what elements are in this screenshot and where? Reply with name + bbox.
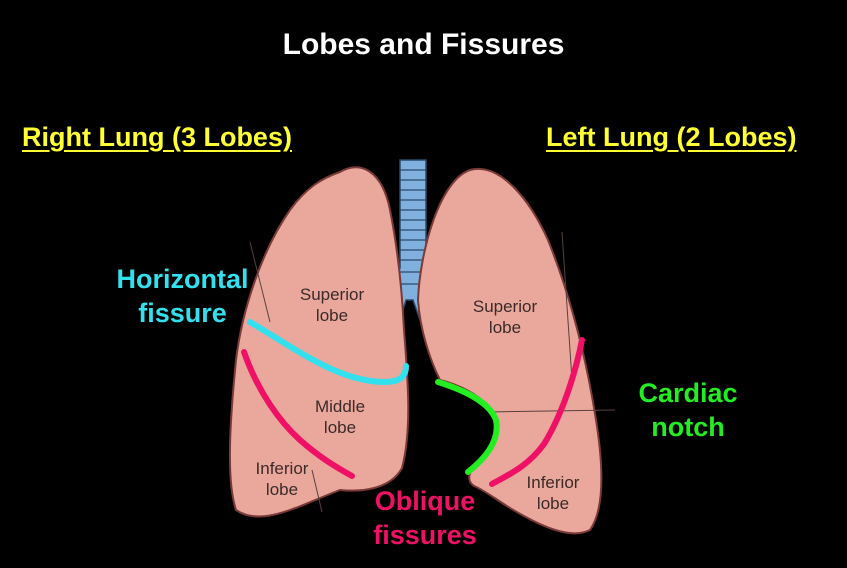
label-line: Oblique — [374, 486, 476, 516]
lobe-label-line: Superior — [472, 297, 538, 316]
lobe-label-line: lobe — [488, 318, 522, 337]
right-inferior-lobe-label: Inferior lobe — [232, 458, 332, 500]
horizontal-fissure-line — [247, 319, 409, 386]
oblique-fissures-label: Oblique fissures — [350, 484, 500, 552]
cardiac-notch-line — [435, 379, 500, 475]
left-lung — [416, 167, 603, 535]
lobe-label-line: lobe — [315, 306, 349, 325]
lobe-label-line: Inferior — [255, 459, 309, 478]
left-lung-heading: Left Lung (2 Lobes) — [546, 122, 797, 152]
left-superior-lobe-label: Superior lobe — [455, 296, 555, 338]
right-lung — [228, 166, 410, 518]
horizontal-fissure-label: Horizontal fissure — [100, 262, 265, 330]
right-lung-heading: Right Lung (3 Lobes) — [22, 122, 292, 152]
label-line: Cardiac — [638, 378, 738, 408]
right-middle-lobe-label: Middle lobe — [290, 396, 390, 438]
oblique-fissure-right-line — [241, 349, 355, 479]
left-inferior-lobe-label: Inferior lobe — [503, 472, 603, 514]
lobe-label-line: Inferior — [526, 473, 580, 492]
lobe-label-line: lobe — [323, 418, 357, 437]
cardiac-notch-label: Cardiac notch — [618, 376, 758, 444]
lobe-label-line: lobe — [265, 480, 299, 499]
label-line: fissures — [373, 520, 477, 550]
oblique-fissure-left-line — [489, 337, 585, 487]
right-superior-lobe-label: Superior lobe — [282, 284, 382, 326]
label-line: notch — [651, 412, 725, 442]
page-title: Lobes and Fissures — [282, 28, 565, 61]
label-line: fissure — [138, 298, 227, 328]
label-line: Horizontal — [116, 264, 249, 294]
lobe-label-line: Superior — [299, 285, 365, 304]
lobe-label-line: Middle — [314, 397, 366, 416]
leader-lines — [249, 231, 616, 513]
lobe-label-line: lobe — [536, 494, 570, 513]
